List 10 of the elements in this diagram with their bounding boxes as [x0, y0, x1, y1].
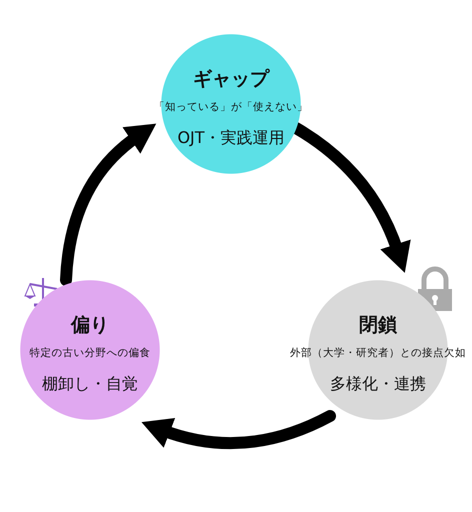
- heading: 偏り: [71, 312, 109, 338]
- solution-text: OJT・実践運用: [177, 128, 285, 148]
- arrow: [141, 410, 336, 450]
- arrow: [60, 122, 156, 286]
- solution-text: 多様化・連携: [330, 374, 426, 394]
- solution-text: 棚卸し・自覚: [42, 374, 138, 394]
- subtitle: 外部（大学・研究者）との接点欠如: [290, 346, 466, 360]
- heading: 閉鎖: [359, 312, 397, 338]
- subtitle: 特定の古い分野への偏食: [30, 346, 150, 360]
- heading: ギャップ: [193, 66, 269, 92]
